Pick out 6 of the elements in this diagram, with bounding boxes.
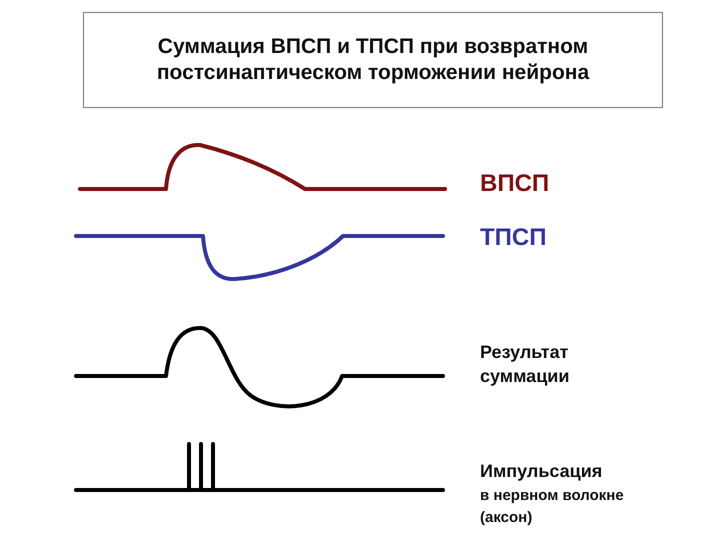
trace-label: ВПСП — [480, 170, 550, 198]
trace-caption: в нервном волокне (аксон) — [480, 486, 625, 528]
trace-caption: Импульсация — [480, 460, 604, 482]
trace-caption: Результат суммации — [480, 341, 570, 388]
trace-label: ТПСП — [480, 224, 548, 252]
title: Суммация ВПСП и ТПСП при возвратном постсинаптическом торможении нейрона — [83, 12, 663, 108]
